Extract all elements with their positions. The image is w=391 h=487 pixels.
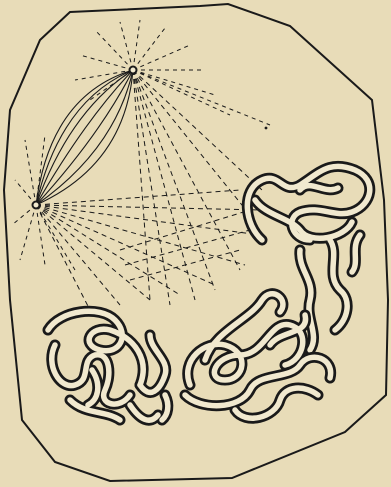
centrosome-upper bbox=[130, 67, 137, 74]
spindle-fibers bbox=[36, 70, 133, 205]
centrosome-left bbox=[33, 202, 40, 209]
spindle-fibers-to-chromosomes bbox=[36, 70, 262, 310]
chromosome-mass-left bbox=[48, 311, 168, 420]
astral-rays-upper bbox=[75, 20, 270, 125]
chromosome-mass-center bbox=[185, 294, 331, 418]
small-dot bbox=[265, 127, 268, 130]
